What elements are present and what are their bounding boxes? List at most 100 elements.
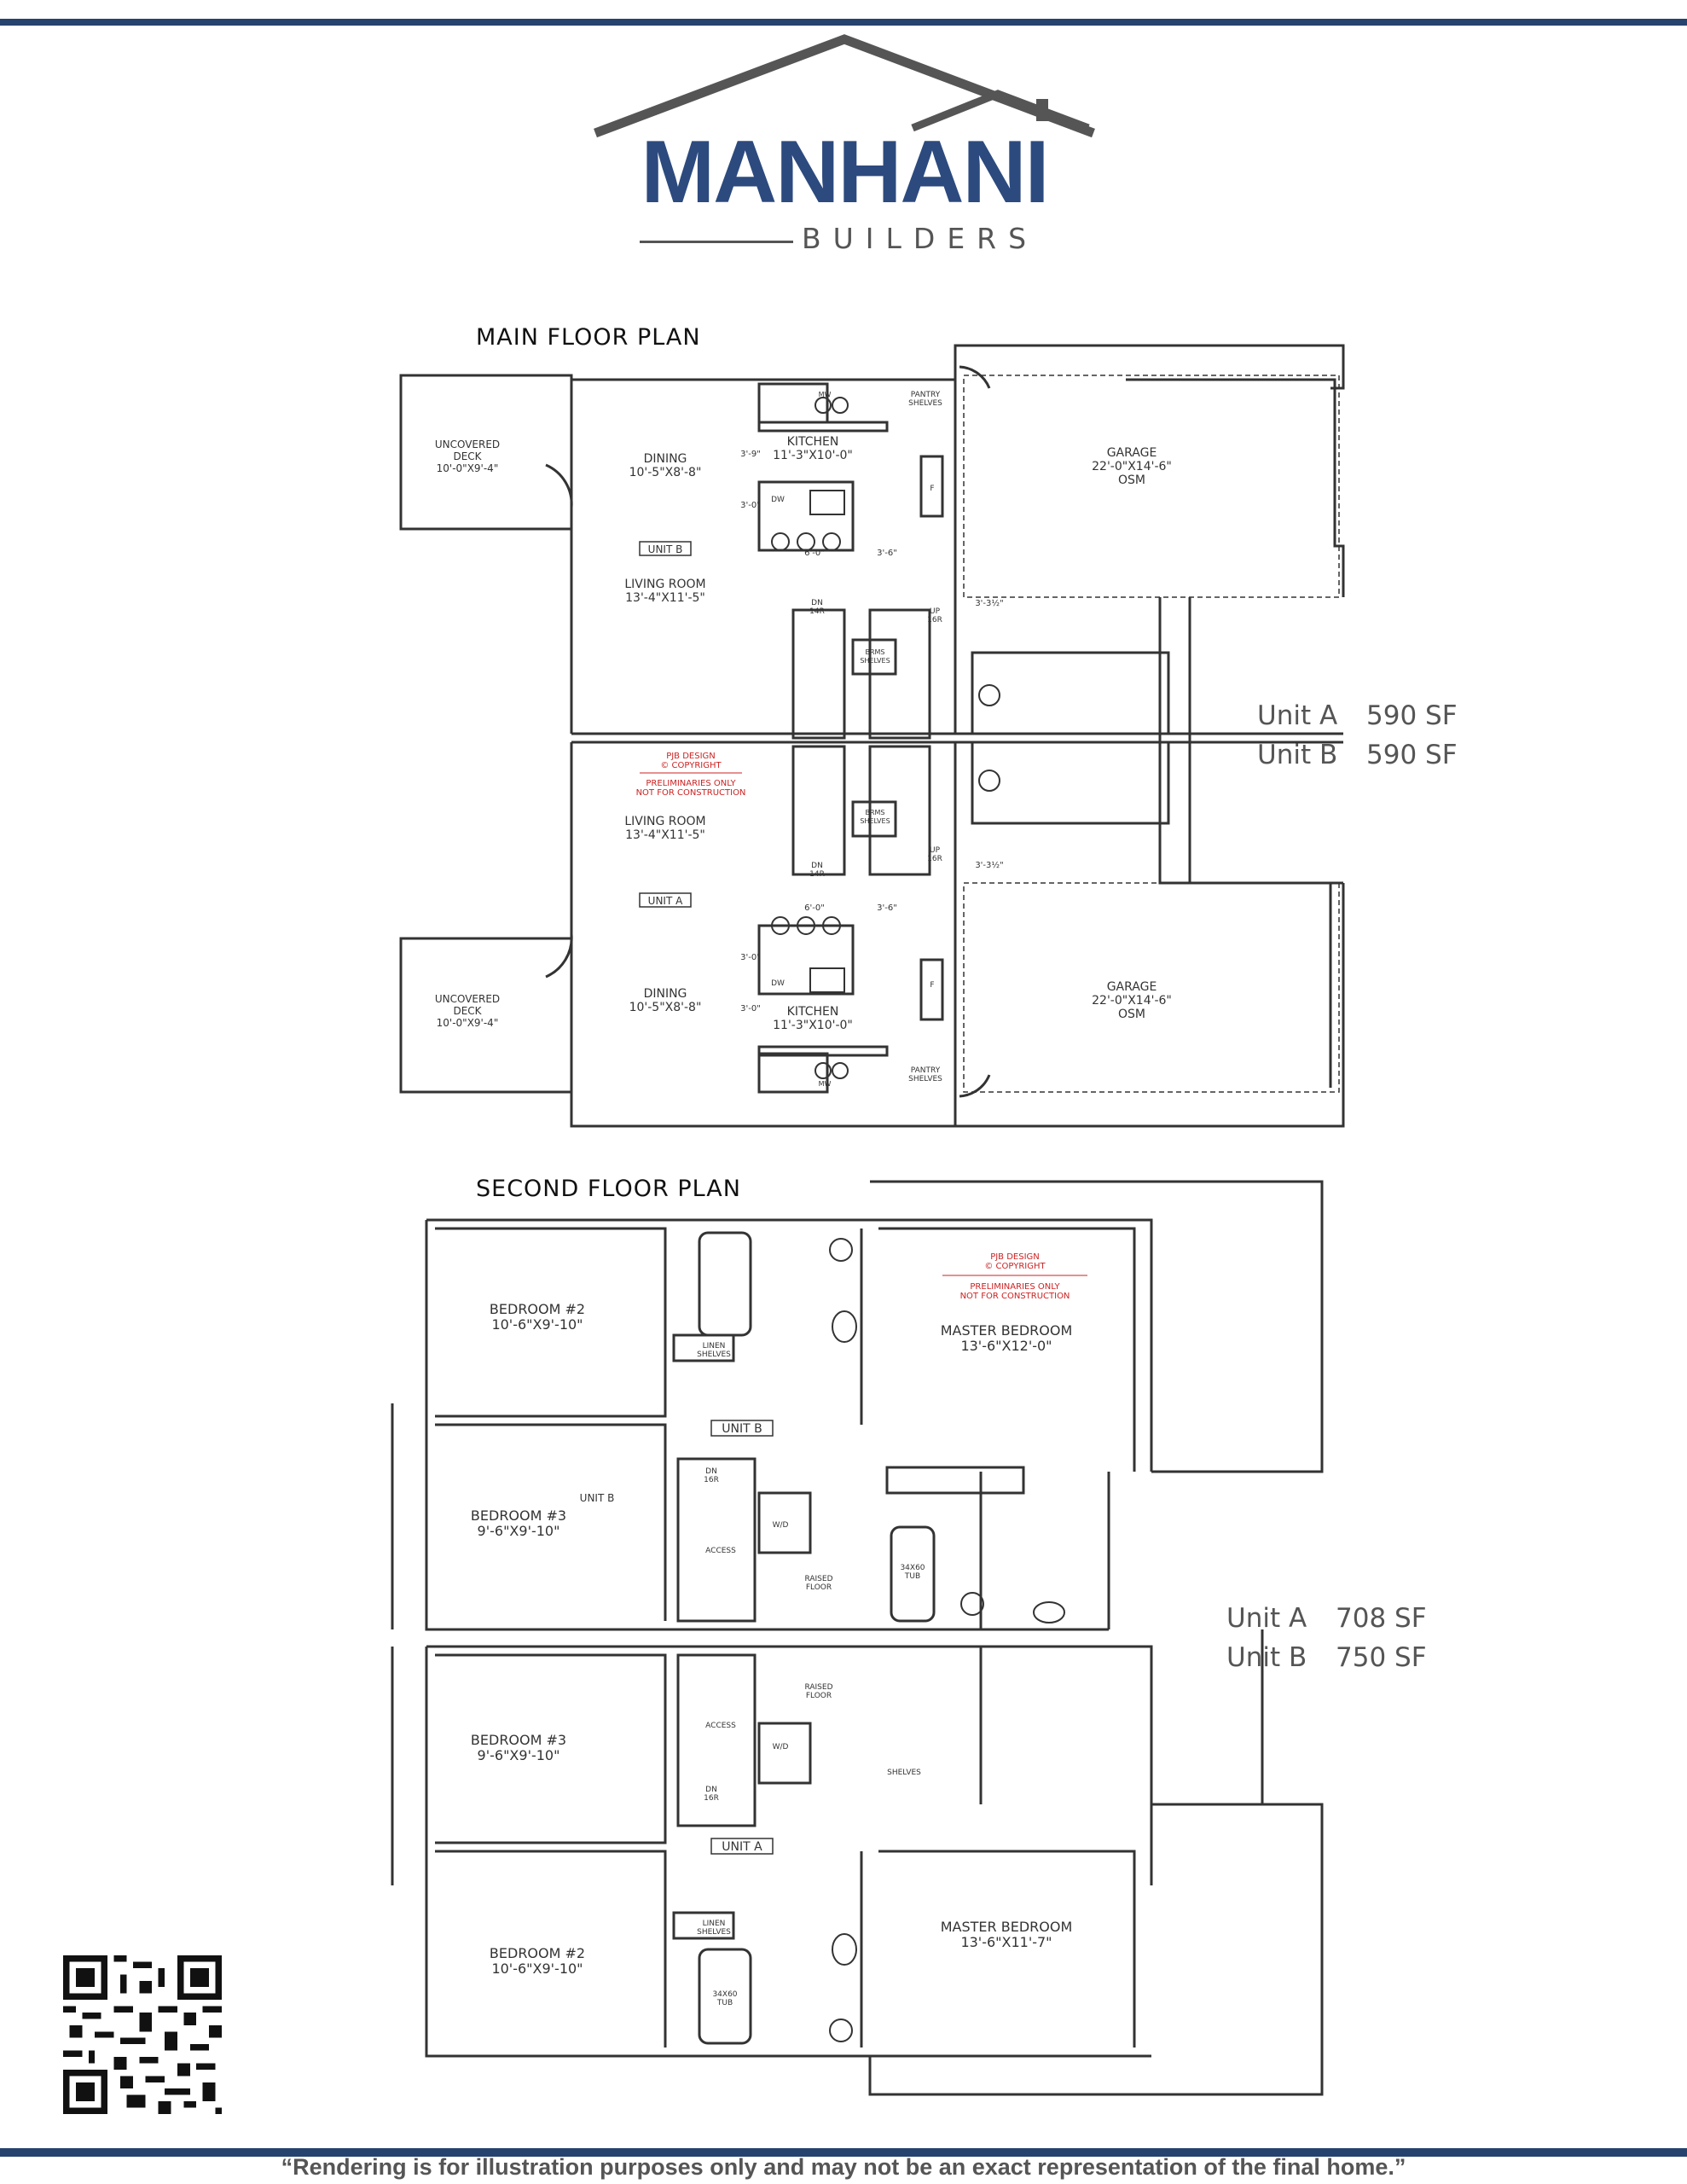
svg-text:FLOOR: FLOOR	[806, 1692, 832, 1700]
bottom-border-bar	[0, 2148, 1687, 2157]
unit-a-tag-2f: UNIT A	[722, 1840, 762, 1854]
master-bedroom-top-label: MASTER BEDROOM	[941, 1322, 1073, 1339]
kitchen-bot-label: KITCHEN	[787, 1005, 839, 1019]
svg-text:13'-4"X11'-5": 13'-4"X11'-5"	[625, 828, 705, 842]
svg-text:OSM: OSM	[1118, 1008, 1145, 1021]
dining-bot-label: DINING	[644, 987, 687, 1001]
svg-text:3'-6": 3'-6"	[877, 549, 897, 558]
bedroom-3-bot-label: BEDROOM #3	[471, 1732, 566, 1748]
svg-text:UNIT B: UNIT B	[580, 1492, 615, 1504]
svg-text:UP: UP	[930, 607, 941, 616]
svg-text:11'-3"X10'-0": 11'-3"X10'-0"	[773, 449, 853, 462]
stamp-2f-line-1: PJB DESIGN	[990, 1252, 1040, 1262]
svg-text:NOT FOR CONSTRUCTION: NOT FOR CONSTRUCTION	[960, 1292, 1070, 1301]
svg-text:© COPYRIGHT: © COPYRIGHT	[660, 761, 722, 770]
svg-text:RAISED: RAISED	[804, 1575, 832, 1583]
svg-text:10'-0"X9'-4": 10'-0"X9'-4"	[437, 1017, 499, 1029]
second-floor-title: SECOND FLOOR PLAN	[476, 1176, 741, 1202]
svg-text:DN: DN	[811, 862, 823, 870]
qr-code-icon[interactable]	[63, 1955, 222, 2114]
svg-text:UP: UP	[930, 846, 941, 855]
svg-text:9'-6"X9'-10": 9'-6"X9'-10"	[478, 1523, 560, 1539]
svg-text:BRMS: BRMS	[865, 809, 884, 816]
svg-text:11'-3"X10'-0": 11'-3"X10'-0"	[773, 1019, 853, 1032]
main-floor-title: MAIN FLOOR PLAN	[476, 324, 701, 351]
svg-text:DN: DN	[705, 1786, 717, 1794]
deck-bot-label: UNCOVERED	[435, 993, 500, 1005]
roof-icon	[594, 34, 1095, 138]
svg-text:BRMS: BRMS	[865, 648, 884, 656]
main-floor-plan: UNCOVERED DECK 10'-0"X9'-4" DINING 10'-5…	[399, 344, 1345, 1128]
svg-text:F: F	[930, 981, 934, 990]
svg-text:SHELVES: SHELVES	[908, 1075, 942, 1083]
svg-text:3'-9": 3'-9"	[740, 450, 761, 459]
svg-text:16R: 16R	[704, 1476, 719, 1484]
svg-text:13'-6"X11'-7": 13'-6"X11'-7"	[960, 1934, 1052, 1950]
disclaimer-text: “Rendering is for illustration purposes …	[281, 2154, 1406, 2180]
svg-text:3'-3½": 3'-3½"	[975, 860, 1003, 870]
svg-text:F: F	[930, 485, 934, 493]
svg-text:SHELVES: SHELVES	[860, 657, 890, 665]
bedroom-2-bot-label: BEDROOM #2	[490, 1945, 585, 1961]
svg-text:OSM: OSM	[1118, 473, 1145, 487]
svg-text:LINEN: LINEN	[703, 1920, 726, 1928]
svg-text:MW: MW	[819, 1080, 832, 1088]
svg-text:DW: DW	[771, 496, 785, 504]
svg-text:16R: 16R	[927, 855, 942, 863]
living-bot-label: LIVING ROOM	[624, 815, 705, 828]
brand-subtitle: BUILDERS	[802, 222, 1039, 255]
svg-text:FLOOR: FLOOR	[806, 1583, 832, 1592]
stamp-line-1: PJB DESIGN	[666, 752, 716, 761]
master-bedroom-bot-label: MASTER BEDROOM	[941, 1919, 1073, 1935]
brand-rule	[640, 241, 793, 243]
svg-text:10'-5"X8'-8": 10'-5"X8'-8"	[629, 1001, 702, 1014]
dining-top-label: DINING	[644, 452, 687, 466]
svg-text:PRELIMINARIES ONLY: PRELIMINARIES ONLY	[970, 1282, 1060, 1292]
unit-b-tag: UNIT B	[648, 543, 683, 555]
garage-bot-label: GARAGE	[1107, 980, 1157, 994]
svg-text:3'-0": 3'-0"	[740, 953, 761, 962]
svg-text:10'-6"X9'-10": 10'-6"X9'-10"	[491, 1960, 583, 1977]
svg-text:9'-6"X9'-10": 9'-6"X9'-10"	[478, 1747, 560, 1763]
svg-text:© COPYRIGHT: © COPYRIGHT	[984, 1262, 1046, 1271]
svg-text:6'-0": 6'-0"	[804, 903, 825, 913]
svg-text:10'-6"X9'-10": 10'-6"X9'-10"	[491, 1316, 583, 1333]
brand-name: MANHANI	[641, 123, 1049, 222]
svg-text:3'-6": 3'-6"	[877, 903, 897, 913]
svg-text:SHELVES: SHELVES	[697, 1350, 731, 1359]
garage-top-label: GARAGE	[1107, 446, 1157, 460]
svg-text:PRELIMINARIES ONLY: PRELIMINARIES ONLY	[646, 779, 736, 788]
svg-text:LINEN: LINEN	[703, 1342, 726, 1350]
svg-text:22'-0"X14'-6": 22'-0"X14'-6"	[1092, 994, 1172, 1008]
svg-text:13'-6"X12'-0": 13'-6"X12'-0"	[960, 1338, 1052, 1354]
svg-text:W/D: W/D	[773, 1521, 789, 1530]
svg-text:14R: 14R	[809, 607, 825, 616]
svg-text:34X60: 34X60	[900, 1564, 925, 1572]
svg-text:10'-0"X9'-4": 10'-0"X9'-4"	[437, 462, 499, 474]
svg-text:RAISED: RAISED	[804, 1683, 832, 1692]
unit-b-tag-2f: UNIT B	[722, 1422, 762, 1436]
svg-text:16R: 16R	[927, 616, 942, 624]
manhani-builders-logo: MANHANI BUILDERS	[588, 32, 1100, 263]
svg-text:NOT FOR CONSTRUCTION: NOT FOR CONSTRUCTION	[636, 788, 746, 798]
svg-text:MW: MW	[819, 391, 832, 398]
svg-text:3'-0": 3'-0"	[740, 1004, 761, 1014]
svg-text:TUB: TUB	[716, 1999, 733, 2007]
svg-text:SHELVES: SHELVES	[887, 1769, 921, 1777]
svg-text:DN: DN	[705, 1467, 717, 1476]
svg-text:SHELVES: SHELVES	[697, 1928, 731, 1937]
unit-a-tag: UNIT A	[648, 895, 683, 907]
svg-text:34X60: 34X60	[712, 1990, 737, 1999]
svg-text:DN: DN	[811, 599, 823, 607]
svg-text:16R: 16R	[704, 1794, 719, 1803]
svg-text:PANTRY: PANTRY	[911, 391, 941, 399]
svg-text:14R: 14R	[809, 870, 825, 879]
svg-text:13'-4"X11'-5": 13'-4"X11'-5"	[625, 591, 705, 605]
svg-text:22'-0"X14'-6": 22'-0"X14'-6"	[1092, 460, 1172, 473]
svg-text:10'-5"X8'-8": 10'-5"X8'-8"	[629, 466, 702, 479]
